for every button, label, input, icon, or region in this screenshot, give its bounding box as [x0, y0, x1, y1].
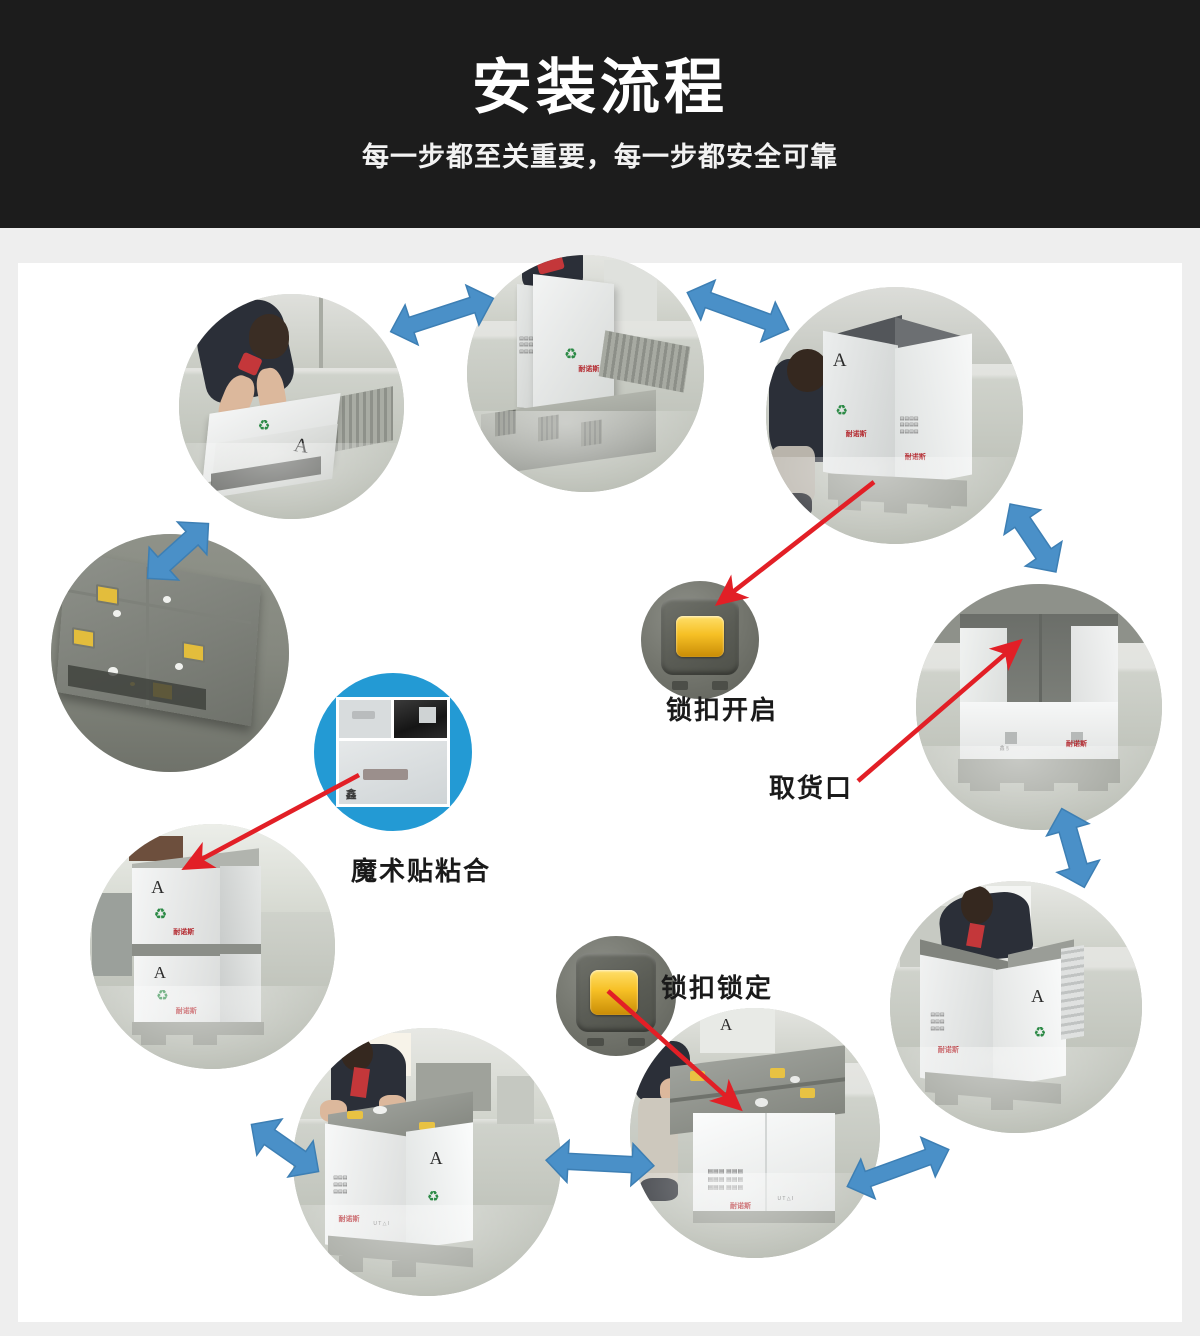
flow-arrow-9-to-1	[123, 496, 233, 606]
flow-arrow-5-to-6	[838, 1123, 958, 1213]
flow-arrow-2-to-3	[678, 271, 798, 351]
velcro-detail-icon: 鑫	[336, 696, 450, 808]
callout-lock-open-image	[641, 581, 759, 699]
caption-velcro: 魔术贴粘合	[351, 856, 492, 886]
flow-arrow-4-to-5	[1018, 793, 1128, 903]
latch-unlocked-icon	[676, 616, 724, 657]
flow-arrow-6-to-7	[540, 1118, 660, 1208]
page-title: 安装流程	[472, 53, 728, 121]
callout-velcro-image: 鑫	[314, 673, 472, 831]
page-subtitle: 每一步都至关重要，每一步都安全可靠	[362, 141, 838, 172]
callout-lock-locked-image	[556, 936, 676, 1056]
page-header: 安装流程 每一步都至关重要，每一步都安全可靠	[0, 0, 1200, 228]
step-photo-8-stacked-boxes: A ♻ 耐诺斯 A ♻ 耐诺斯	[90, 824, 335, 1069]
flow-arrow-1-to-2	[382, 275, 502, 355]
latch-locked-icon	[589, 969, 638, 1016]
step-photo-3-assembled-box: A ♻ ▤▤▤▤ ▤▤▤▤ ▤▤▤▤ 耐诺斯 耐诺斯	[766, 287, 1023, 544]
caption-lock-locked: 锁扣锁定	[661, 973, 774, 1003]
caption-lock-open: 锁扣开启	[666, 695, 779, 725]
flow-arrow-3-to-4	[978, 483, 1088, 593]
step-photo-2-insert-panel: ♻ ▤▤▤ ▤▤▤ ▤▤▤ 耐诺斯	[467, 255, 704, 492]
step-photo-7-closed-box: A ♻ ▤▤▤ ▤▤▤ ▤▤▤ 耐诺斯 U T △ I	[293, 1028, 561, 1296]
flow-arrow-7-to-8	[230, 1093, 340, 1203]
step-photo-1-place-panel: ♻ A	[179, 294, 404, 519]
flow-diagram-panel: ♻ A ♻ ▤▤▤ ▤▤▤ ▤▤▤ 耐诺斯	[18, 255, 1182, 1322]
step-photo-5-fold-wall: A ♻ ▤▤▤ ▤▤▤ ▤▤▤ 耐诺斯	[890, 881, 1142, 1133]
caption-pickup-port: 取货口	[769, 773, 854, 803]
